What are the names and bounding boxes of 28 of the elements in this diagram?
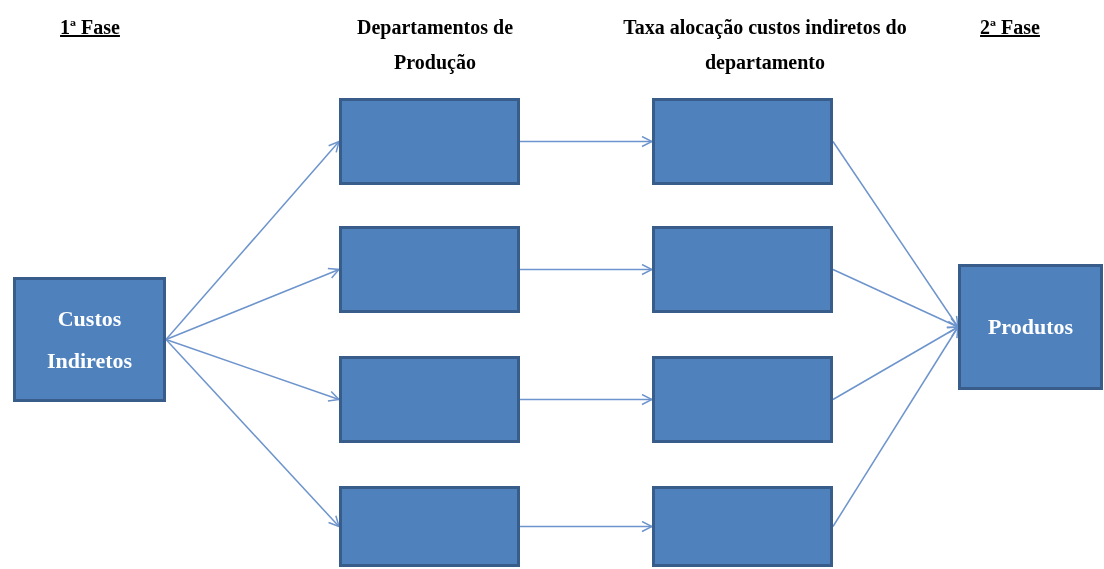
empty-box [339, 226, 520, 313]
arrow [832, 326, 959, 401]
empty-box [652, 486, 833, 567]
column-heading: 1ª Fase [59, 15, 121, 40]
arrow [165, 267, 340, 341]
process-box [13, 277, 166, 402]
process-box [958, 264, 1103, 390]
box-label: Produtos [987, 313, 1074, 342]
arrow [832, 268, 959, 329]
box-label: Custos Indiretos [45, 304, 134, 375]
column-heading: Departamentos de Produção [355, 15, 515, 76]
arrow [165, 338, 340, 402]
arrow [519, 520, 653, 533]
column-heading: 2ª Fase [979, 15, 1041, 40]
arrow [519, 393, 653, 406]
empty-box [339, 356, 520, 443]
arrow [165, 140, 340, 341]
arrow [519, 263, 653, 276]
arrow [165, 338, 340, 528]
empty-box [652, 98, 833, 185]
arrow [832, 326, 959, 528]
arrow [832, 140, 959, 328]
empty-box [652, 226, 833, 313]
empty-box [339, 98, 520, 185]
empty-box [339, 486, 520, 567]
empty-box [652, 356, 833, 443]
column-heading: Taxa alocação custos indiretos do departamento [622, 15, 908, 76]
arrow [519, 135, 653, 148]
